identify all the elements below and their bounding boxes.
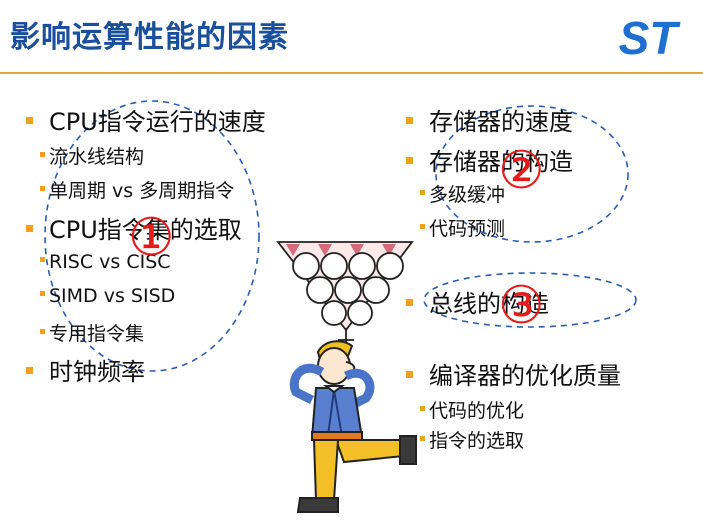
circled-number-two: ② <box>498 141 545 201</box>
bullet-square-icon <box>40 291 45 296</box>
bullet-square-icon <box>406 298 413 306</box>
list-item-bus-structure: 总线的构造 <box>406 284 549 319</box>
list-item-memory-speed: 存储器的速度 <box>406 102 573 137</box>
st-logo-icon: ST <box>619 12 682 62</box>
bullet-square-icon <box>40 329 45 334</box>
bullet-square-icon <box>26 224 33 232</box>
list-item-clock-frequency: 时钟频率 <box>26 352 145 387</box>
bullet-square-icon <box>40 152 45 157</box>
list-item-pipeline: 流水线结构 <box>40 142 144 169</box>
bullet-square-icon <box>420 406 425 411</box>
dashed-ellipse-one <box>44 100 260 372</box>
bullet-square-icon <box>406 116 413 124</box>
bullet-square-icon <box>420 224 425 229</box>
list-item-risc-cisc: RISC vs CISC <box>40 251 171 273</box>
list-item-special-instructions: 专用指令集 <box>40 319 144 346</box>
circled-number-three: ③ <box>498 276 545 336</box>
svg-text:ST: ST <box>619 12 682 62</box>
list-item-multi-level-cache: 多级缓冲 <box>420 180 505 207</box>
bullet-square-icon <box>40 186 45 191</box>
list-item-cpu-speed: CPU指令运行的速度 <box>26 102 266 137</box>
dashed-ellipse-two <box>435 105 629 243</box>
slide-title: 影响运算性能的因素 <box>10 20 289 55</box>
list-item-code-optimization: 代码的优化 <box>420 396 524 423</box>
list-item-simd-sisd: SIMD vs SISD <box>40 285 175 307</box>
bullet-square-icon <box>420 190 425 195</box>
juggler-figure-icon <box>289 340 417 513</box>
bullet-square-icon <box>420 436 425 441</box>
dashed-ellipse-three <box>423 272 637 328</box>
header-divider <box>0 72 703 74</box>
circled-number-one: ① <box>128 208 175 268</box>
list-item-compiler-quality: 编译器的优化质量 <box>406 356 621 391</box>
hexagon-lattice-icon <box>276 241 414 345</box>
list-item-cycle-instructions: 单周期 vs 多周期指令 <box>40 176 234 203</box>
bullet-square-icon <box>406 156 413 164</box>
list-item-code-prefetch: 代码预测 <box>420 214 505 241</box>
list-item-instruction-selection: 指令的选取 <box>420 426 524 453</box>
bullet-square-icon <box>26 366 33 374</box>
bullet-square-icon <box>406 370 413 378</box>
list-item-memory-structure: 存储器的构造 <box>406 142 573 177</box>
bullet-square-icon <box>26 116 33 124</box>
list-item-instruction-set: CPU指令集的选取 <box>26 210 242 245</box>
bullet-square-icon <box>40 257 45 262</box>
